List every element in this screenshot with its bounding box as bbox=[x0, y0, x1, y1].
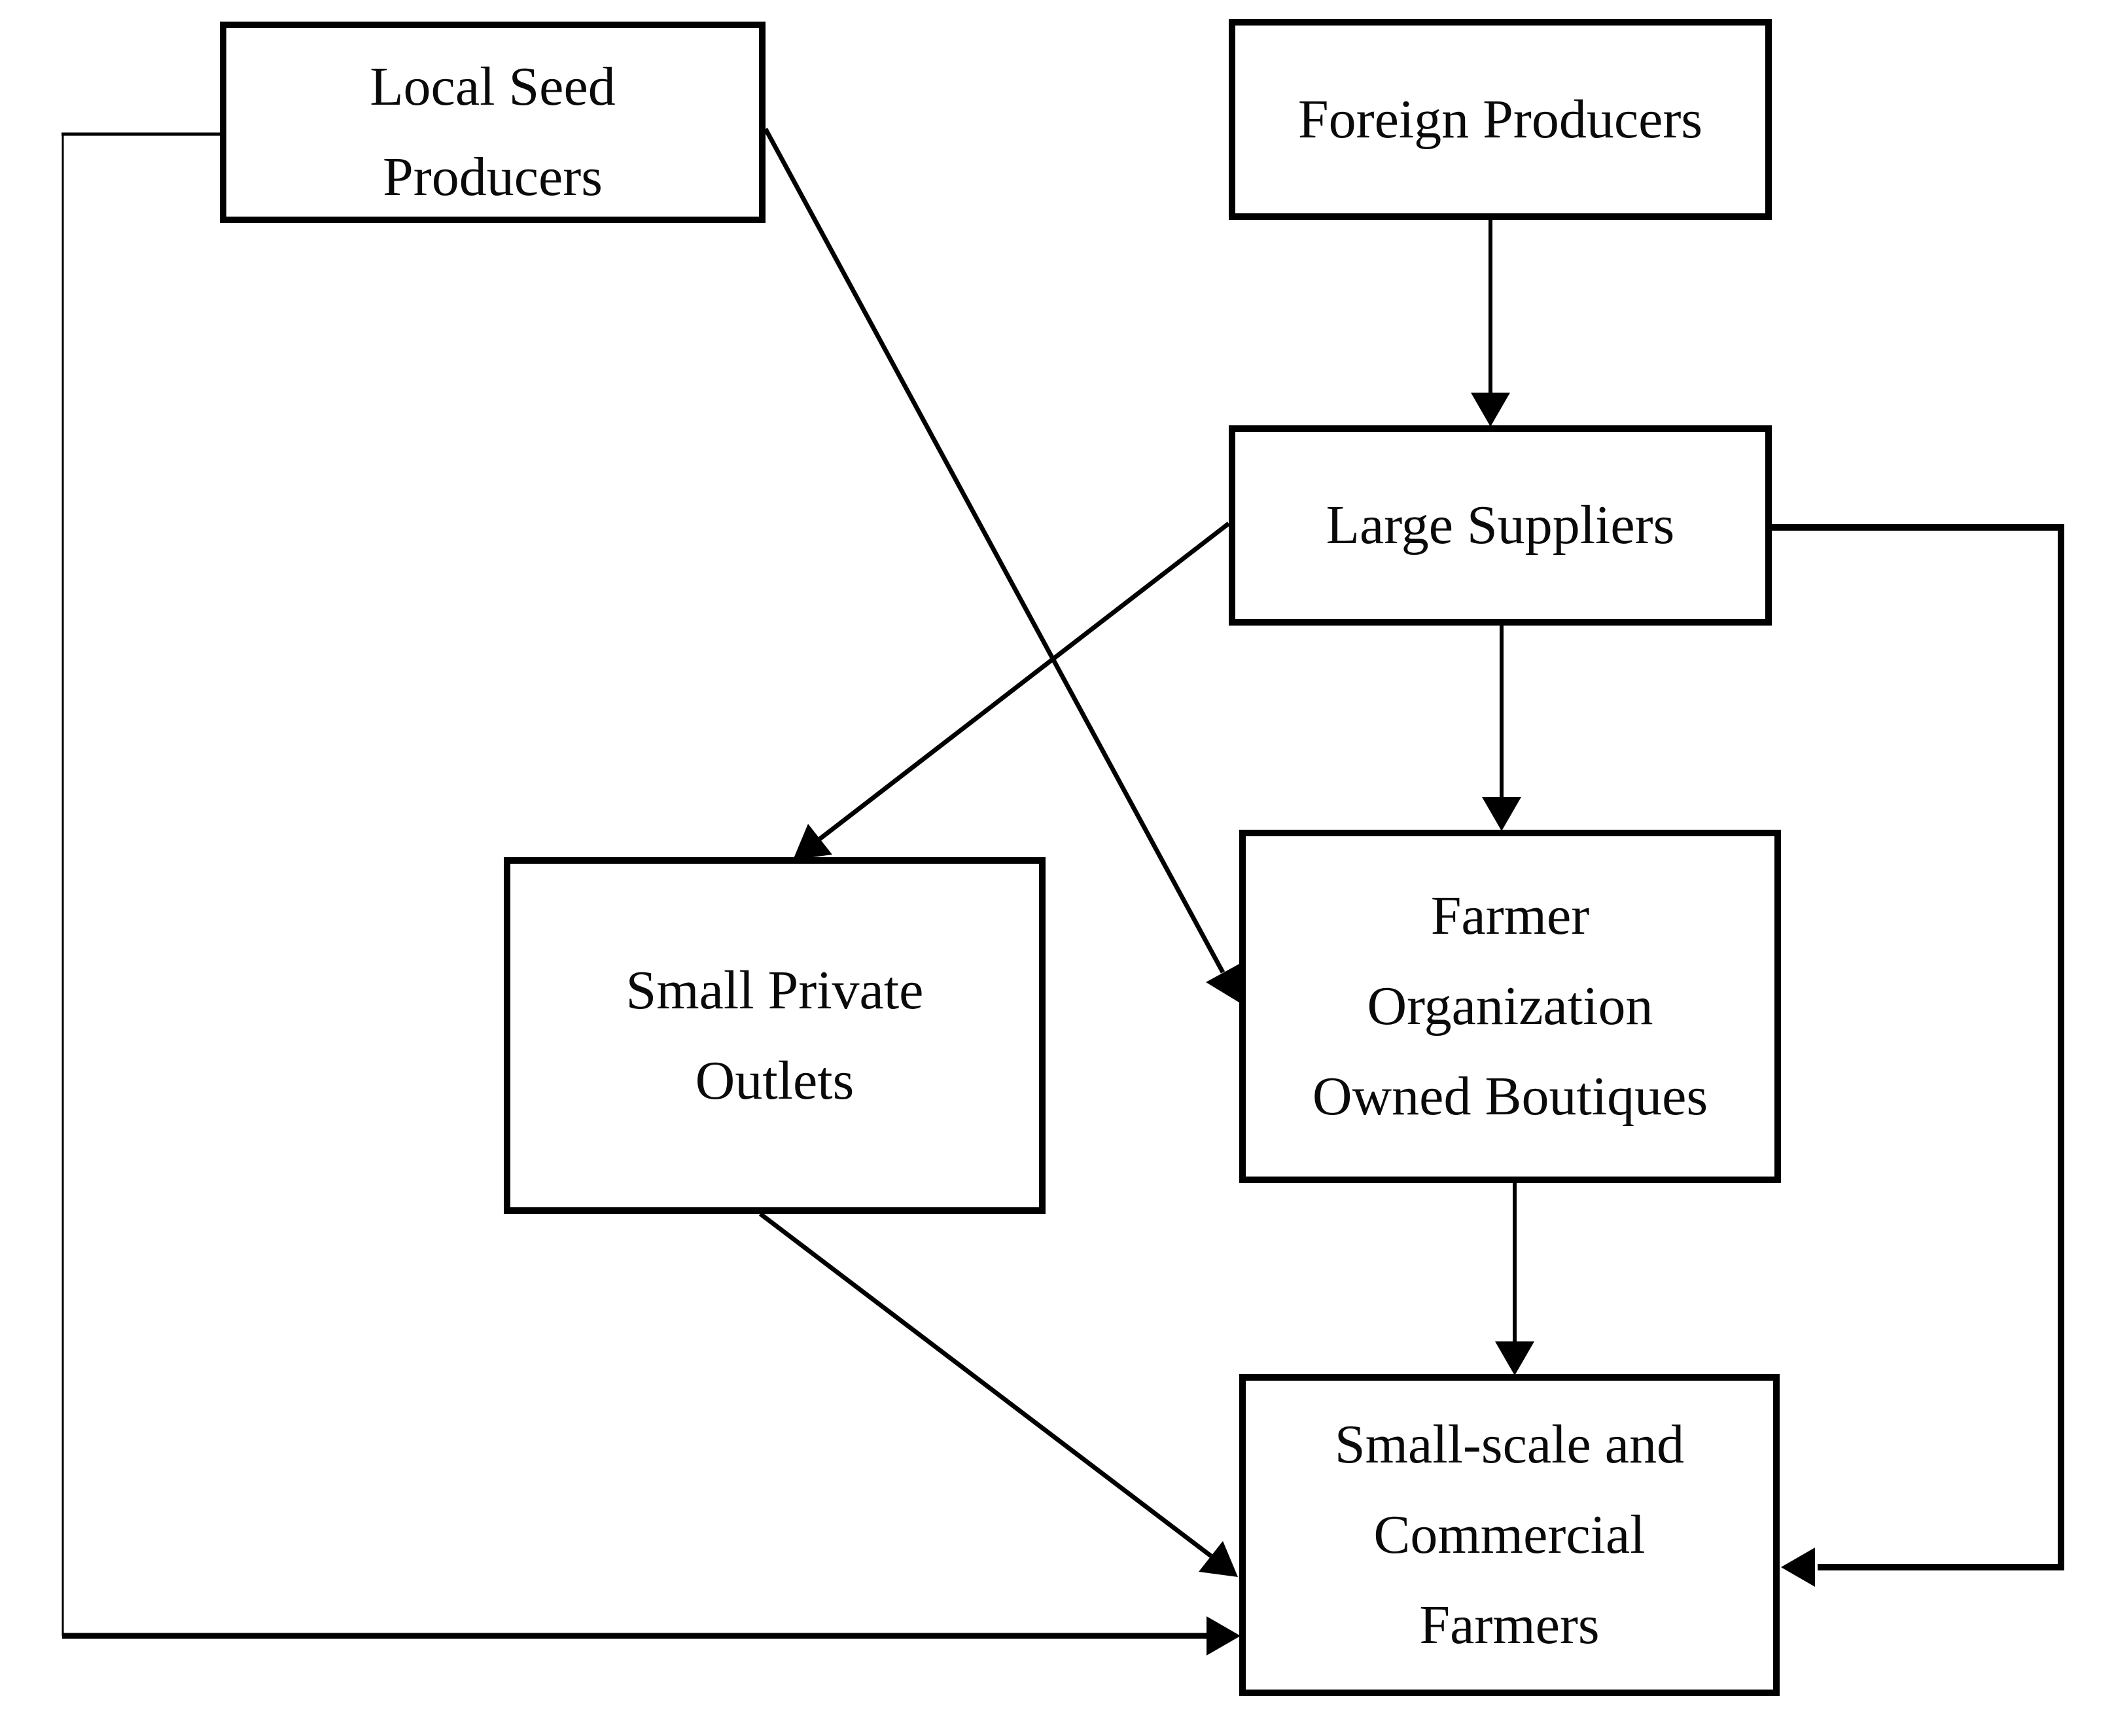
node-label-line: Small Private bbox=[625, 959, 924, 1021]
node-farmer-organization-owned-boutiques: Farmer Organization Owned Boutiques bbox=[1239, 830, 1781, 1183]
edge-small-private-to-farmers bbox=[758, 1212, 1238, 1577]
node-label-line: Owned Boutiques bbox=[1312, 1066, 1708, 1127]
edge-farmer-org-to-farmers bbox=[1495, 1183, 1534, 1375]
arrowhead-down-left-icon bbox=[793, 824, 832, 860]
arrowhead-down-right-icon bbox=[1199, 1541, 1238, 1577]
node-label-line: Farmers bbox=[1419, 1595, 1600, 1656]
node-label-line: Outlets bbox=[695, 1050, 854, 1111]
arrowhead-right-icon bbox=[1207, 1616, 1241, 1656]
node-label-line: Producers bbox=[383, 147, 603, 207]
edge-foreign-producers-to-large-suppliers bbox=[1471, 220, 1510, 427]
node-label-line: Local Seed bbox=[370, 56, 616, 117]
edge-local-seed-to-farmers-left-loop bbox=[62, 132, 1241, 1656]
node-label-line: Large Suppliers bbox=[1326, 495, 1675, 556]
edge-large-suppliers-to-small-private bbox=[793, 522, 1231, 860]
node-foreign-producers: Foreign Producers bbox=[1229, 19, 1772, 220]
node-label-line: Organization bbox=[1367, 976, 1653, 1036]
arrowhead-down-icon bbox=[1471, 393, 1510, 427]
node-small-private-outlets: Small Private Outlets bbox=[504, 857, 1046, 1214]
node-local-seed-producers: Local Seed Producers bbox=[220, 22, 766, 223]
node-label-line: Commercial bbox=[1373, 1504, 1646, 1565]
node-small-scale-commercial-farmers: Small-scale and Commercial Farmers bbox=[1239, 1374, 1780, 1696]
edge-large-suppliers-to-farmer-org bbox=[1482, 626, 1521, 831]
arrowhead-down-right-icon bbox=[1206, 963, 1241, 1002]
edge-large-suppliers-to-farmers-right-loop bbox=[1772, 524, 2064, 1587]
node-label-line: Farmer bbox=[1430, 885, 1590, 946]
node-large-suppliers: Large Suppliers bbox=[1229, 425, 1772, 626]
node-label-line: Foreign Producers bbox=[1297, 88, 1703, 150]
edge-local-seed-to-farmer-org bbox=[763, 128, 1241, 1002]
arrowhead-down-icon bbox=[1495, 1341, 1534, 1375]
arrowhead-left-icon bbox=[1781, 1548, 1815, 1587]
arrowhead-down-icon bbox=[1482, 797, 1521, 831]
node-label-line: Small-scale and bbox=[1334, 1414, 1685, 1475]
